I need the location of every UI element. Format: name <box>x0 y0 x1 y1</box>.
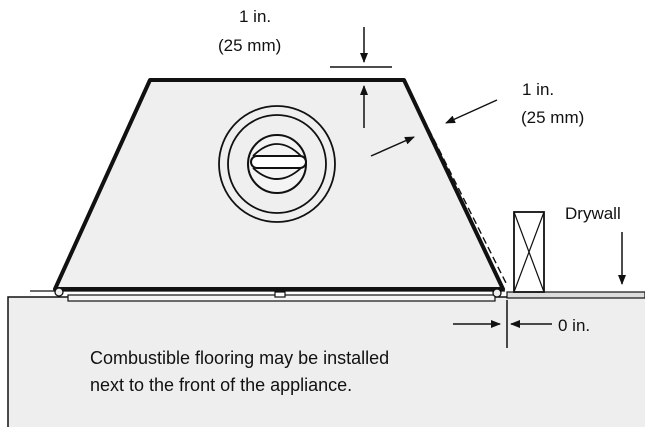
side-clearance-metric-label: (25 mm) <box>521 108 584 127</box>
top-clearance-label: 1 in. <box>239 7 271 26</box>
side-clearance-label: 1 in. <box>522 80 554 99</box>
top-clearance-metric-label: (25 mm) <box>218 36 281 55</box>
combustible-floor <box>7 296 645 427</box>
vent-collar <box>218 105 336 223</box>
side-clearance-arrow-out <box>445 99 498 124</box>
flooring-note-line-1: Combustible flooring may be installed <box>90 348 389 368</box>
clearance-dashed-line <box>403 79 508 286</box>
flooring-note-line-2: next to the front of the appliance. <box>90 375 352 395</box>
right-foot <box>492 288 502 298</box>
left-foot <box>54 287 64 297</box>
floor-clearance-label: 0 in. <box>558 316 590 335</box>
drywall-label: Drywall <box>565 204 621 223</box>
side-clearance-arrow-in <box>370 136 415 157</box>
drywall-block <box>513 211 545 293</box>
drywall-strip <box>506 291 645 299</box>
front-trim-latch <box>274 291 286 298</box>
